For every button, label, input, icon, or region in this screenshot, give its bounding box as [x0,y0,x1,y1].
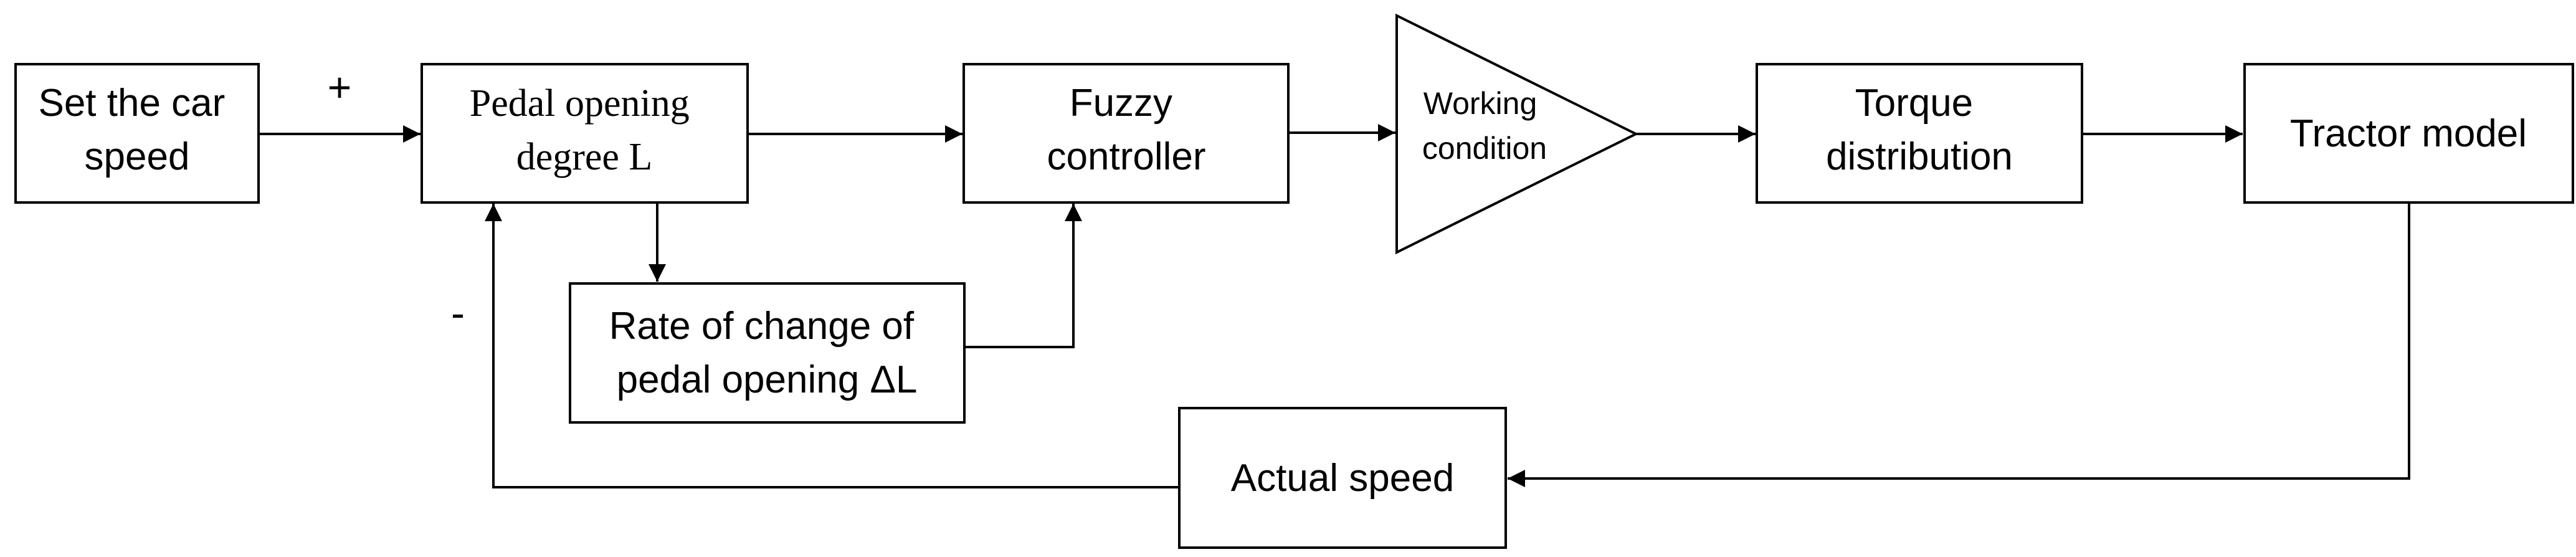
svg-text:Working condition: Working condition [1422,86,1547,166]
working-condition-block: Working condition [1395,13,1639,255]
fuzzy-controller-label-line2: controller [1047,135,1206,178]
svg-text:Fuzzy controller: Fuzzy controller [1047,82,1206,178]
actual-speed-block: Actual speed [1178,407,1507,549]
arrow-feedback-to-pedal [485,204,1179,488]
svg-text:Set the car speed: Set the car speed [38,82,235,178]
working-condition-label-line1: Working [1423,86,1537,121]
set-car-speed-label-line1: Set the car [38,82,225,125]
plus-sign: + [328,64,352,110]
fuzzy-controller-label-line1: Fuzzy [1070,82,1172,125]
rate-of-change-label-line1: Rate of change of [609,305,915,348]
minus-sign: - [451,290,465,336]
torque-distribution-label-line1: Torque [1855,82,1974,125]
arrow-rate-to-fuzzy [964,204,1082,348]
arrow-tractor-to-actual [1508,204,2410,487]
pedal-opening-label-line1: Pedal opening [470,82,690,125]
rate-of-change-label-line2: pedal opening ΔL [617,358,918,401]
pedal-opening-block: Pedal opening degree L [421,63,749,204]
tractor-model-block: Tractor model [2243,63,2574,204]
rate-of-change-block: Rate of change of pedal opening ΔL [569,282,966,424]
torque-distribution-label-line2: distribution [1826,135,2013,178]
svg-text:Rate of change of pedal: Rate of change of pedal opening ΔL [609,305,925,401]
svg-text:Torque distribution: Torque distribution [1826,82,2013,178]
torque-distribution-block: Torque distribution [1756,63,2083,204]
set-car-speed-block: Set the car speed [14,63,260,204]
svg-text:Pedal opening degree L: Pedal opening degree L [470,82,700,178]
pedal-opening-label-line2: degree L [516,136,653,178]
actual-speed-label: Actual speed [1231,457,1454,500]
working-condition-label-line2: condition [1422,131,1547,166]
tractor-model-label: Tractor model [2290,112,2527,155]
set-car-speed-label-line2: speed [85,135,190,178]
fuzzy-controller-block: Fuzzy controller [962,63,1290,204]
